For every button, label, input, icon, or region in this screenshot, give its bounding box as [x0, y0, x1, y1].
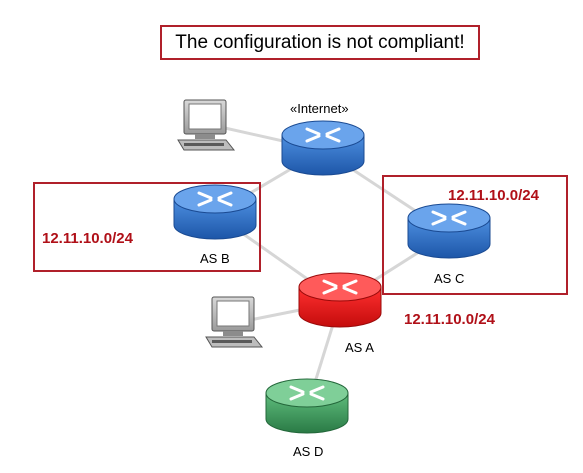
router-internet-icon [281, 120, 365, 176]
as-c-prefix: 12.11.10.0/24 [448, 187, 539, 204]
router-as-a-icon [298, 272, 382, 328]
internet-label: «Internet» [290, 101, 349, 116]
router-as-d-icon [265, 378, 349, 434]
as-a-label: AS A [345, 340, 374, 355]
as-d-label: AS D [293, 444, 324, 459]
as-b-prefix: 12.11.10.0/24 [42, 230, 133, 247]
router-as-b-icon [173, 184, 257, 240]
router-as-c-icon [407, 203, 491, 259]
computer-icon [177, 99, 236, 151]
as-c-label: AS C [434, 271, 465, 286]
as-b-label: AS B [200, 251, 230, 266]
as-a-prefix: 12.11.10.0/24 [404, 311, 495, 328]
computer-icon [205, 296, 264, 348]
as-b-highlight-box [33, 182, 261, 272]
compliance-warning-banner: The configuration is not compliant! [160, 25, 480, 60]
as-c-highlight-box [382, 175, 568, 295]
